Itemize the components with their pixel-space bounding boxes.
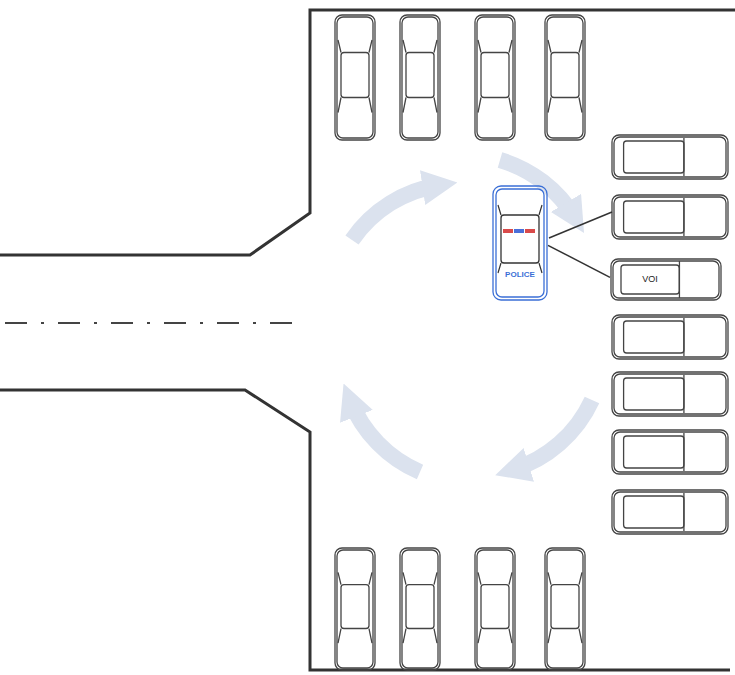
parked-cars (335, 15, 728, 670)
parked-car (612, 490, 728, 534)
police-car-outline (492, 185, 548, 301)
parked-car (612, 315, 728, 359)
vehicle-marking: POLICE (504, 271, 536, 279)
road-centerline (5, 322, 300, 324)
parked-car (475, 548, 515, 670)
parked-car (335, 548, 375, 670)
parked-car (475, 15, 515, 140)
vehicle-of-interest-car: VOI (610, 258, 722, 301)
police-car: POLICE (492, 185, 548, 301)
parked-car (612, 372, 728, 416)
parked-car (400, 548, 440, 670)
parked-car (612, 430, 728, 474)
sight-line (548, 245, 610, 277)
parked-car (545, 15, 585, 140)
vehicle-label: VOI (641, 275, 659, 284)
traffic-flow-arrows (350, 160, 592, 472)
parked-car (612, 195, 728, 239)
parked-car (400, 15, 440, 140)
sight-line (549, 212, 612, 238)
parked-car (335, 15, 375, 140)
parked-car (612, 135, 728, 179)
car-outline (610, 258, 722, 301)
parked-car (545, 548, 585, 670)
lot-boundary (0, 10, 735, 670)
